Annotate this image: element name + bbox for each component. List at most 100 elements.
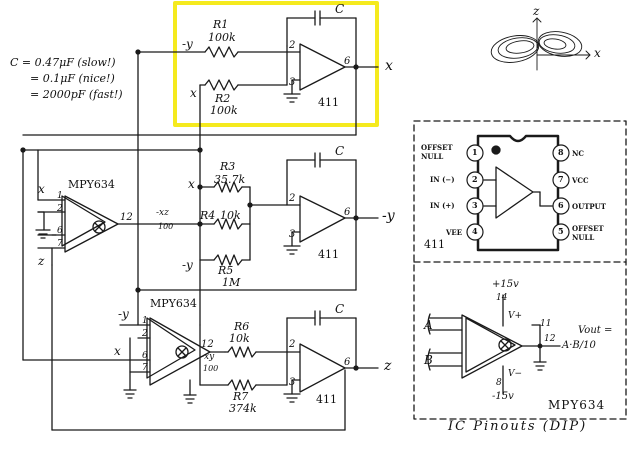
mult2-out-den: 100 (203, 364, 219, 373)
pinout-box (413, 120, 627, 420)
stage3-pin6: 6 (344, 357, 351, 368)
stage1-output-x: x (385, 58, 393, 74)
lorenz-attractor-sketch (490, 17, 591, 71)
mpy-vplus: V+ (508, 311, 523, 321)
pinout411-chip-label: 411 (424, 238, 445, 251)
pin1-label-b: NULL (421, 152, 444, 161)
r7-value: 374k (229, 402, 257, 415)
mult2-out-pin: 12 (201, 339, 214, 350)
pin6-label: OUTPUT (572, 202, 606, 211)
r7-resistor (227, 379, 257, 391)
mult1-pin2: 2 (57, 204, 63, 214)
pin8-label: NC (572, 149, 584, 158)
mpy-vout-line2: A·B/10 (562, 340, 596, 351)
multiplier2-body (149, 317, 211, 386)
multiplier1-symbol (92, 220, 106, 234)
r7-name: R7 (233, 390, 249, 403)
r2-name: R2 (215, 92, 231, 105)
pin7-label: VCC (572, 176, 589, 185)
r1-name: R1 (213, 18, 229, 31)
r2-resistor (204, 79, 239, 91)
stage2-pin2: 2 (289, 193, 296, 204)
stage1-highlight-box (173, 1, 379, 127)
r3-value: 35.7k (214, 173, 246, 186)
r6-resistor (227, 346, 257, 358)
stage2-pin6: 6 (344, 207, 351, 218)
attractor-x-label: x (594, 46, 601, 60)
stage1-pin3: 3 (289, 77, 296, 88)
r3-resistor (213, 181, 243, 193)
mult2-out-num: -xy (201, 352, 215, 362)
pin5-num: 5 (558, 226, 564, 236)
stage2-input-x: x (188, 177, 195, 191)
mult2-pin6: 6 (142, 351, 148, 361)
pin7-num: 7 (558, 174, 564, 184)
mult1-pin7: 7 (57, 239, 63, 249)
mpy-supply-neg: -15v (492, 391, 514, 402)
multiplier2-symbol (175, 345, 189, 359)
mult1-chip-label: MPY634 (68, 178, 115, 191)
mult2-chip-label: MPY634 (150, 297, 197, 310)
r5-name: R5 (218, 264, 234, 277)
pin4-label: VEE (446, 228, 463, 237)
r2-value: 100k (210, 104, 238, 117)
r6-value: 10k (229, 332, 250, 345)
stage3-chip-label: 411 (316, 393, 337, 406)
mpy-pin14: 14 (496, 293, 508, 303)
mult1-pin1: 1 (57, 191, 63, 201)
stage1-chip-label: 411 (318, 96, 339, 109)
stage1-cap-label: C (335, 2, 345, 16)
pin1-label-a: OFFSET (421, 143, 453, 152)
pin3-label: IN (+) (430, 201, 455, 210)
stage2-pin3: 3 (289, 229, 296, 240)
stage1-input-x: x (190, 86, 197, 100)
pin1-num: 1 (472, 147, 478, 157)
mpy634-pinout-chip-label: MPY634 (548, 398, 606, 412)
pin2-num: 2 (472, 174, 478, 184)
r4-value: 10k (220, 209, 241, 222)
opamp2-triangle (299, 195, 346, 243)
cap-note-line2: = 0.1μF (nice!) (30, 72, 115, 85)
opamp1-triangle (299, 43, 346, 91)
stage2-chip-label: 411 (318, 248, 339, 261)
pin8-num: 8 (558, 147, 564, 157)
mpy-vout-line1: Vout = (578, 325, 613, 336)
pin5-label-a: OFFSET (572, 224, 604, 233)
mult2-input-x: x (114, 344, 121, 358)
mult2-pin7: 7 (142, 363, 148, 373)
mult2-pin2: 2 (142, 329, 148, 339)
pin5-label-b: NULL (572, 233, 595, 242)
mpy-pin11: 11 (540, 319, 552, 329)
mult1-input-x: x (38, 182, 45, 196)
multiplier1-body (64, 195, 119, 253)
stage3-cap-label: C (335, 302, 345, 316)
pin2-label: IN (−) (430, 175, 455, 184)
pin4-num: 4 (472, 226, 478, 236)
mult1-pin6: 6 (57, 226, 63, 236)
mult2-pin1: 1 (142, 316, 148, 326)
r5-resistor (213, 254, 243, 266)
mult1-input-z: z (38, 254, 45, 268)
mult1-out-den: 100 (158, 222, 174, 231)
pin3-num: 3 (472, 200, 478, 210)
r6-name: R6 (234, 320, 250, 333)
stage1-pin6: 6 (344, 56, 351, 67)
attractor-z-label: z (533, 4, 540, 18)
pin6-num: 6 (558, 200, 564, 210)
cap-note-line3: = 2000pF (fast!) (30, 88, 123, 101)
r5-value: 1M (222, 276, 241, 289)
mpy-supply-pos: +15v (492, 279, 519, 290)
r1-resistor (204, 46, 239, 58)
pinouts-title: IC Pinouts (DIP) (448, 419, 588, 434)
stage3-output-z: z (384, 358, 392, 374)
stage1-input-neg-y: -y (182, 37, 193, 51)
stage1-pin2: 2 (289, 40, 296, 51)
cap-note-line1: C = 0.47μF (slow!) (10, 56, 116, 69)
stage2-input-neg-y: -y (182, 258, 193, 272)
r1-value: 100k (208, 31, 236, 44)
mpy-vminus: V− (508, 369, 523, 379)
mpy-input-b: B (424, 353, 433, 367)
mpy634-pinout-symbol (427, 294, 561, 395)
